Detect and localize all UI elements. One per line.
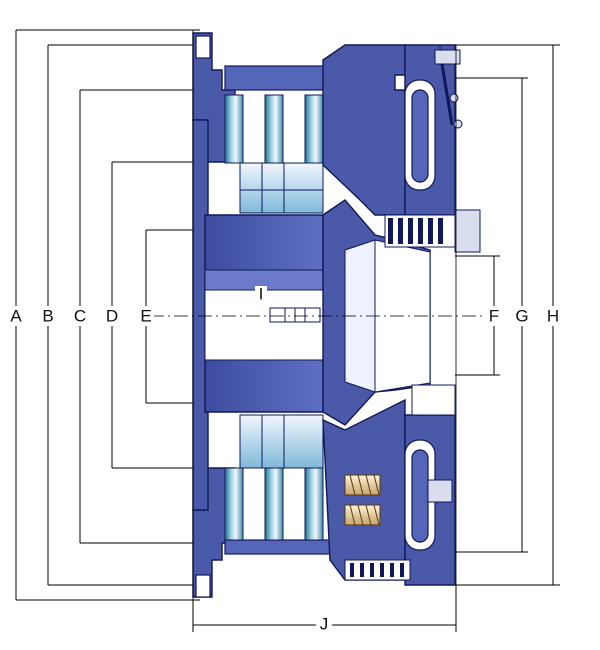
label-j: J bbox=[320, 614, 329, 633]
label-a: A bbox=[10, 306, 22, 325]
dimension-labels: A B C D E F G H I J bbox=[8, 284, 561, 634]
label-d: D bbox=[106, 306, 118, 325]
label-g: G bbox=[515, 306, 528, 325]
label-h: H bbox=[547, 306, 559, 325]
label-b: B bbox=[42, 306, 53, 325]
label-e: E bbox=[140, 306, 151, 325]
label-f: F bbox=[489, 306, 499, 325]
coupling-section bbox=[192, 32, 481, 598]
label-c: C bbox=[74, 306, 86, 325]
label-i: I bbox=[259, 284, 264, 303]
